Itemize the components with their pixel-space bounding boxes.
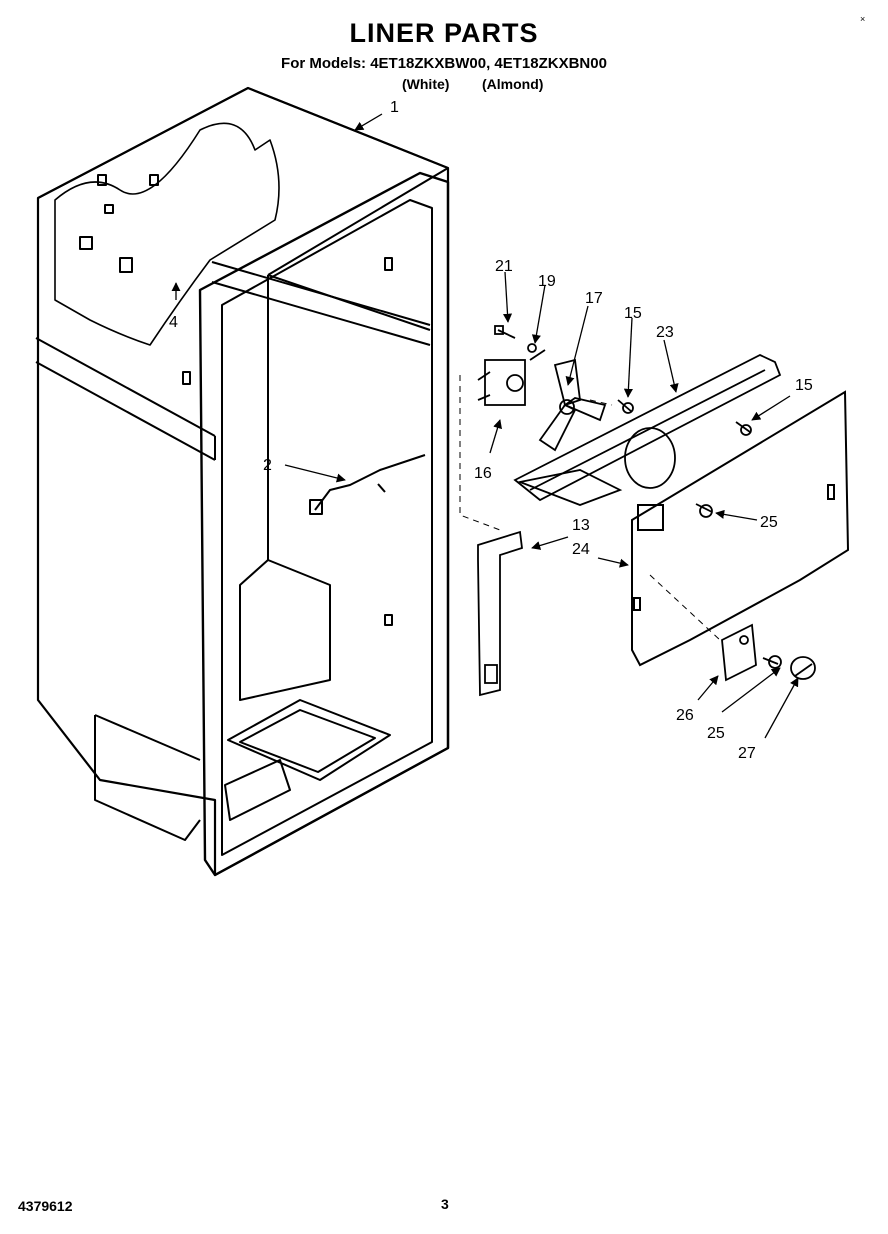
fan-blade — [538, 358, 607, 452]
model-numbers: For Models: 4ET18ZKXBW00, 4ET18ZKXBN00 — [281, 55, 607, 72]
callout-27: 27 — [738, 745, 756, 762]
callout-13: 13 — [572, 517, 590, 534]
air-duct — [513, 353, 782, 506]
variant-white-label: (White) — [402, 76, 450, 92]
variant-almond-label: (Almond) — [482, 76, 544, 92]
liner-cabinet — [35, 86, 450, 877]
callout-19: 19 — [538, 273, 556, 290]
assembly-guides — [459, 375, 721, 641]
screws — [617, 399, 782, 669]
callout-24: 24 — [572, 541, 590, 558]
cover-panel — [631, 390, 850, 667]
bracket — [477, 530, 523, 697]
page-number: 3 — [441, 1196, 449, 1212]
callout-16: 16 — [474, 465, 492, 482]
corner-mark: × — [860, 14, 866, 24]
callout-1: 1 — [390, 99, 399, 116]
control-parts — [721, 623, 816, 682]
callout-4: 4 — [169, 314, 178, 331]
callout-26: 26 — [676, 707, 694, 724]
callout-17: 17 — [585, 290, 603, 307]
callout-15b: 15 — [795, 377, 813, 394]
fan-motor-assembly — [477, 325, 546, 406]
callout-labels: 1 2 4 13 15 15 16 17 19 21 23 24 25 25 2… — [169, 99, 813, 762]
callout-15a: 15 — [624, 305, 642, 322]
callout-25b: 25 — [707, 725, 725, 742]
callout-2: 2 — [263, 457, 272, 474]
document-part-number: 4379612 — [18, 1198, 73, 1214]
callout-21: 21 — [495, 258, 513, 275]
callout-23: 23 — [656, 324, 674, 341]
page-title: LINER PARTS — [349, 18, 539, 48]
callout-25a: 25 — [760, 514, 778, 531]
callout-leaders — [171, 113, 799, 739]
